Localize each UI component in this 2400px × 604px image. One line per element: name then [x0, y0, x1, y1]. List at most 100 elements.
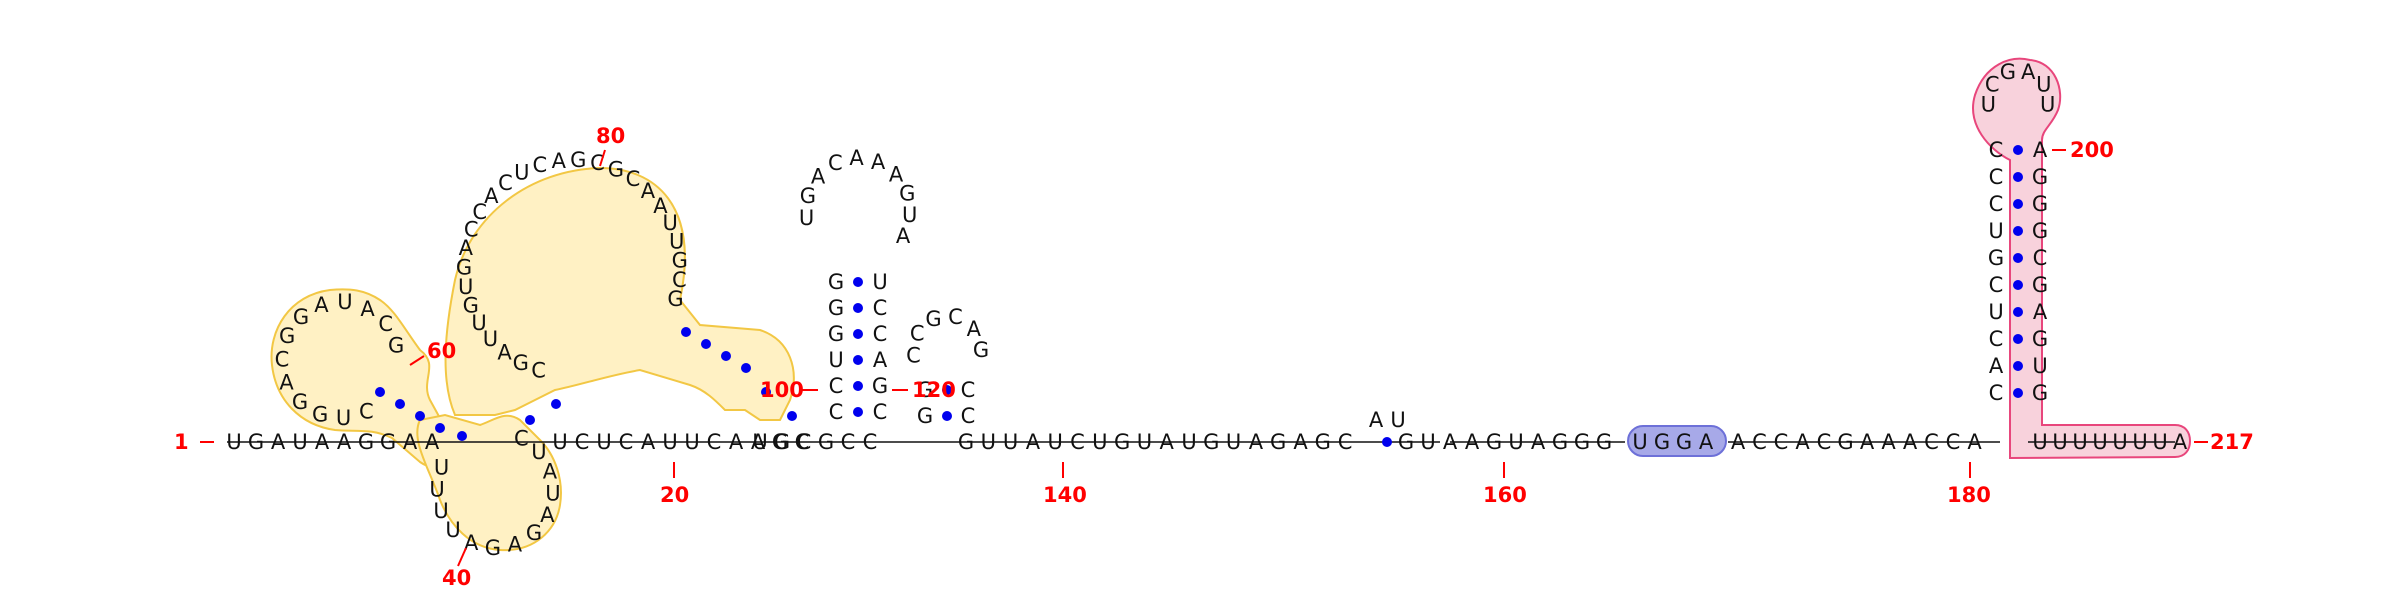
stem1-left-base: C: [829, 374, 844, 398]
top-stem-right-base: G: [2032, 327, 2048, 351]
top-stem-right-base: U: [2032, 354, 2047, 378]
label-1: 1: [174, 430, 189, 454]
blue-highlight-ugga: [1627, 425, 1727, 457]
backbone-base: U: [684, 430, 699, 454]
backbone-base: A: [1160, 430, 1175, 454]
backbone-base: G: [380, 430, 396, 454]
base-pair-dot: [2013, 334, 2023, 344]
left-loop-base: C: [275, 347, 290, 371]
label-140: 140: [1043, 483, 1087, 507]
large-loop-base: A: [484, 184, 499, 208]
yellow-region-large-loop: [444, 166, 795, 421]
backbone-base: G: [958, 430, 974, 454]
backbone-base: G: [1574, 430, 1590, 454]
large-loop-base: G: [570, 148, 586, 172]
bulge-base: A: [1369, 408, 1384, 432]
backbone-base: U: [2072, 430, 2087, 454]
base-pair-dot: [721, 351, 731, 361]
backbone-base: G: [1676, 430, 1692, 454]
backbone-base: G: [248, 430, 264, 454]
backbone-base: U: [752, 430, 767, 454]
backbone-base: A: [1967, 430, 1982, 454]
backbone-base: U: [1632, 430, 1647, 454]
stem1-right-base: G: [872, 374, 888, 398]
backbone-base: A: [1795, 430, 1810, 454]
bottom-loop-base: A: [540, 503, 555, 527]
backbone-base: G: [818, 430, 834, 454]
stem1-left-base: U: [828, 348, 843, 372]
left-loop-base: C: [378, 312, 393, 336]
label-120: 120: [912, 378, 956, 402]
stem1-right-base: A: [873, 348, 888, 372]
top-stem-left-base: U: [1988, 219, 2003, 243]
top-stem-right-base: G: [2032, 192, 2048, 216]
backbone-base: G: [774, 430, 790, 454]
hairpin-loop-base: A: [889, 163, 904, 187]
top-stem-right-base: G: [2032, 381, 2048, 405]
backbone-base: A: [1881, 430, 1896, 454]
bottom-loop-base: U: [433, 499, 448, 523]
backbone-base: A: [1699, 430, 1714, 454]
left-loop-base: A: [314, 293, 329, 317]
small-loop-base: C: [910, 322, 925, 346]
backbone-base: A: [2173, 430, 2188, 454]
backbone-base: G: [772, 430, 788, 454]
backbone-base: C: [797, 430, 812, 454]
large-loop-base: U: [471, 311, 486, 335]
bottom-loop-base: A: [543, 459, 558, 483]
pink-highlight-terminator: [1972, 57, 2192, 460]
left-loop-base: A: [360, 297, 375, 321]
stem1-right-base: C: [873, 296, 888, 320]
small-loop-base: A: [967, 317, 982, 341]
backbone-base: G: [1114, 430, 1130, 454]
large-loop-base: C: [464, 217, 479, 241]
hairpin-loop-base: U: [902, 203, 917, 227]
base-pair-dot: [2013, 307, 2023, 317]
top-stem-right-base: G: [2032, 219, 2048, 243]
large-loop-base: U: [662, 211, 677, 235]
stem1-right-base: U: [872, 270, 887, 294]
top-stem-left-base: C: [1989, 138, 2004, 162]
top-stem-right-base: C: [2033, 246, 2048, 270]
hairpin-loop-base: A: [811, 165, 826, 189]
hairpin-loop-base: U: [799, 206, 814, 230]
large-loop-base: A: [497, 340, 512, 364]
backbone-base: U: [1048, 430, 1063, 454]
backbone-base: U: [552, 430, 567, 454]
top-loop-base: U: [2036, 73, 2051, 97]
label-180: 180: [1947, 483, 1991, 507]
base-pair-dot: [681, 327, 691, 337]
label-217: 217: [2210, 430, 2254, 454]
backbone-base: C: [1752, 430, 1767, 454]
backbone-base: U: [1003, 430, 1018, 454]
backbone-base: U: [596, 430, 611, 454]
base-pair-dot: [853, 381, 863, 391]
hairpin-loop-base: G: [899, 181, 915, 205]
backbone-base: A: [1249, 430, 1264, 454]
large-loop-base: A: [653, 194, 668, 218]
backbone-base: C: [1817, 430, 1832, 454]
backbone-base: A: [641, 430, 656, 454]
small-loop-base: G: [973, 338, 989, 362]
large-loop-base: C: [590, 151, 605, 175]
backbone-base: U: [2132, 430, 2147, 454]
backbone-base: A: [315, 430, 330, 454]
backbone-base: A: [1731, 430, 1746, 454]
backbone-base: U: [292, 430, 307, 454]
backbone-base: G: [1398, 430, 1414, 454]
backbone-base: G: [1270, 430, 1286, 454]
base-pair-dot: [2013, 199, 2023, 209]
backbone-base: C: [1774, 430, 1789, 454]
backbone-base: C: [1924, 430, 1939, 454]
top-stem-left-base: G: [1988, 246, 2004, 270]
base-pair-dot: [2013, 226, 2023, 236]
backbone-base: C: [795, 430, 810, 454]
bottom-loop-base: G: [526, 521, 542, 545]
backbone-base: G: [1837, 430, 1853, 454]
backbone-base: A: [1860, 430, 1875, 454]
base-pair-dot: [525, 415, 535, 425]
base-pair-dot: [395, 399, 405, 409]
top-stem-right-base: A: [2033, 300, 2048, 324]
label-100: 100: [760, 378, 804, 402]
